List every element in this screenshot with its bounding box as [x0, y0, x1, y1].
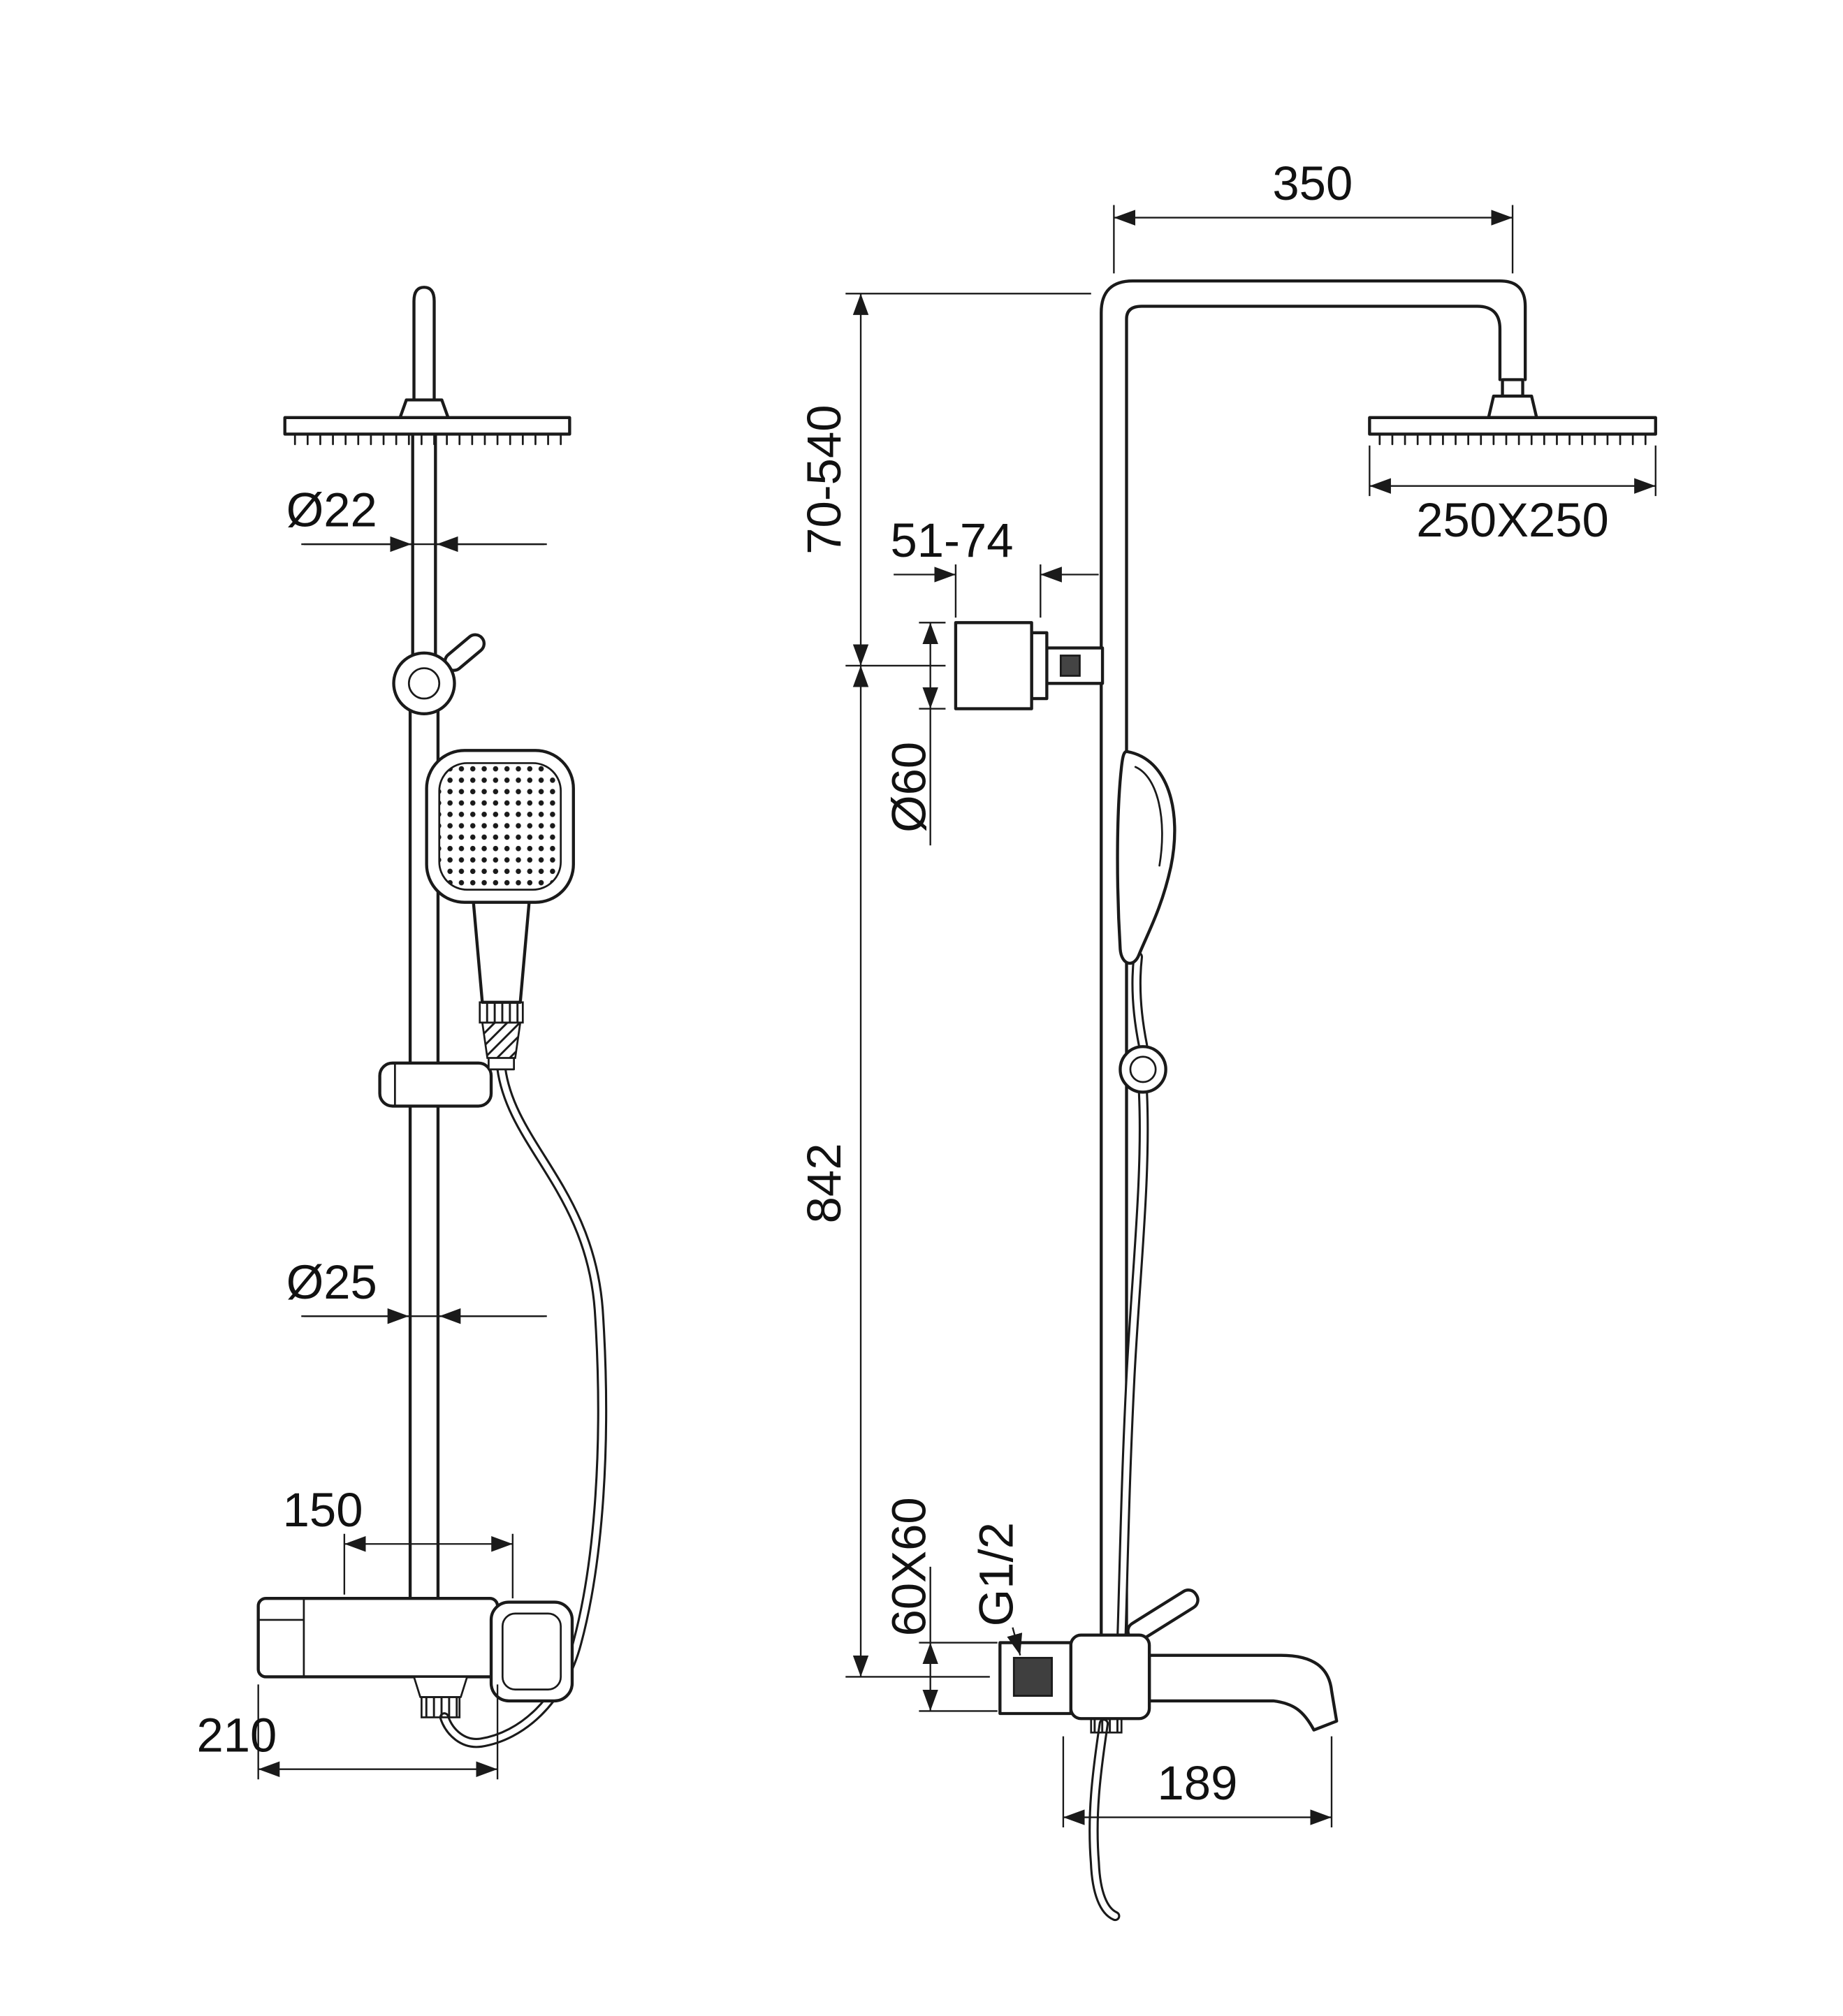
- mixer-front: [256, 1596, 574, 1718]
- dim-label-thread-g12: G1/2: [969, 1522, 1023, 1626]
- shower-column-side: [1100, 279, 1527, 1647]
- dim-column-height-842: 842: [797, 665, 990, 1678]
- front-view: Ø22 Ø25 150 210: [196, 286, 608, 1780]
- dim-label-head-size-250x250: 250X250: [1416, 493, 1609, 547]
- shower-hose-front: [439, 1062, 608, 1748]
- top-connector-pipe-front: [412, 286, 436, 402]
- dim-height-range-70-540: 70-540: [797, 293, 1091, 667]
- overhead-shower-head-front: [283, 398, 571, 446]
- dim-port-spacing-150: 150: [283, 1483, 514, 1599]
- dim-label-bracket-diameter-60: Ø60: [882, 742, 935, 833]
- diverter-collar-front: [392, 633, 486, 715]
- shower-column-front: [408, 432, 440, 1602]
- overhead-shower-head-side: [1368, 378, 1657, 446]
- hand-shower-side: [1116, 750, 1177, 965]
- side-view: 350 250X250 70-540 842 51-74: [797, 156, 1657, 1922]
- dim-label-height-range-70-540: 70-540: [797, 404, 851, 554]
- hand-shower-holder-front: [378, 1061, 493, 1108]
- dim-label-port-spacing-150: 150: [283, 1483, 363, 1537]
- dim-label-bracket-depth-51-74: 51-74: [890, 513, 1013, 567]
- dim-label-pipe-diameter-22: Ø22: [286, 483, 377, 537]
- hand-shower-front: [425, 749, 575, 1071]
- dim-thread-g12: G1/2: [969, 1522, 1023, 1656]
- dim-label-pipe-diameter-25: Ø25: [286, 1255, 377, 1309]
- dim-bracket-depth-51-74: 51-74: [890, 513, 1099, 618]
- dim-bracket-diameter-60: Ø60: [882, 622, 946, 846]
- dim-label-arm-reach-350: 350: [1272, 156, 1353, 210]
- wall-bracket-side: [954, 621, 1105, 710]
- dim-label-column-height-842: 842: [797, 1143, 851, 1223]
- dim-mixer-width-210: 210: [196, 1684, 499, 1780]
- dim-label-union-size-60x60: 60X60: [882, 1497, 935, 1636]
- dim-head-size-250x250: 250X250: [1369, 445, 1656, 547]
- dim-label-mixer-width-210: 210: [196, 1708, 277, 1762]
- dim-arm-reach-350: 350: [1113, 156, 1514, 274]
- dim-spout-reach-189: 189: [1062, 1736, 1333, 1828]
- dim-union-size-60x60: 60X60: [882, 1497, 998, 1712]
- dim-pipe-diameter-22: Ø22: [286, 483, 547, 553]
- dim-label-spout-reach-189: 189: [1158, 1756, 1238, 1810]
- dim-pipe-diameter-25: Ø25: [286, 1255, 547, 1324]
- shower-hose-side: [1116, 951, 1167, 1644]
- mixer-side: [998, 1588, 1339, 1922]
